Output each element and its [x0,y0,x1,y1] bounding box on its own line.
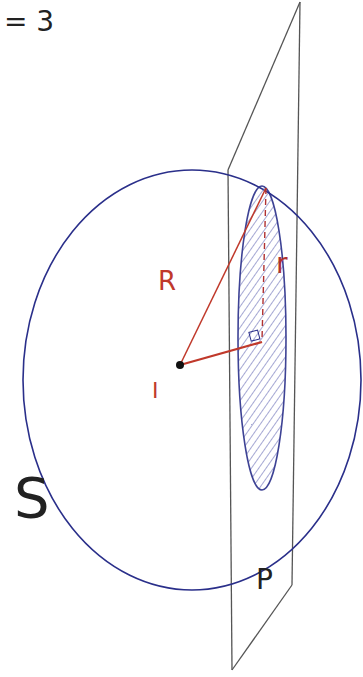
section-radius [262,188,266,340]
center-label: I [152,380,159,402]
radius-label: R [158,268,176,294]
plane-outline [228,2,300,670]
sphere-outline [23,170,361,590]
right-angle-mark [249,330,260,341]
section-radius-label: r [276,250,288,278]
center-dot [176,361,184,369]
equation-text: = 3 [4,8,54,36]
plane-label: P [256,566,273,594]
radius-line [180,188,266,365]
sphere-label: S [14,470,50,526]
distance-line [180,342,262,365]
